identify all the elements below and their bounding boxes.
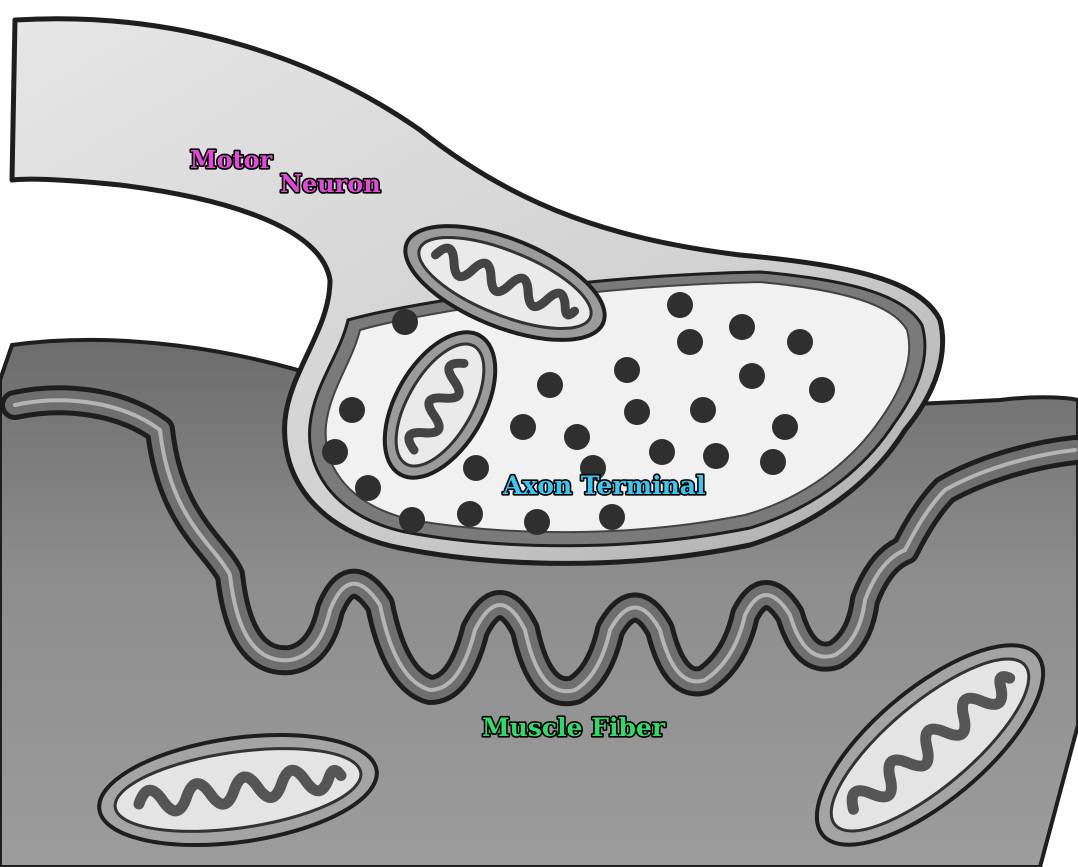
vesicle — [677, 329, 703, 355]
vesicle — [703, 443, 729, 469]
vesicle — [457, 501, 483, 527]
vesicle — [624, 399, 650, 425]
vesicle — [322, 439, 348, 465]
vesicle — [599, 504, 625, 530]
label-motor: Motor — [190, 145, 273, 174]
vesicle — [537, 372, 563, 398]
vesicle — [729, 314, 755, 340]
vesicle — [564, 424, 590, 450]
vesicle — [399, 507, 425, 533]
vesicle — [739, 363, 765, 389]
vesicle — [772, 414, 798, 440]
vesicle — [787, 329, 813, 355]
vesicle — [463, 455, 489, 481]
vesicle — [339, 397, 365, 423]
vesicle — [760, 449, 786, 475]
vesicle — [355, 475, 381, 501]
vesicle — [809, 377, 835, 403]
vesicle — [392, 309, 418, 335]
vesicle — [614, 357, 640, 383]
vesicle — [667, 292, 693, 318]
vesicle — [649, 439, 675, 465]
vesicle — [510, 414, 536, 440]
label-neuron: Neuron — [280, 169, 381, 198]
vesicle — [690, 397, 716, 423]
label-axon-terminal: Axon Terminal — [502, 471, 706, 500]
label-muscle-fiber: Muscle Fiber — [482, 713, 666, 742]
vesicle — [524, 509, 550, 535]
